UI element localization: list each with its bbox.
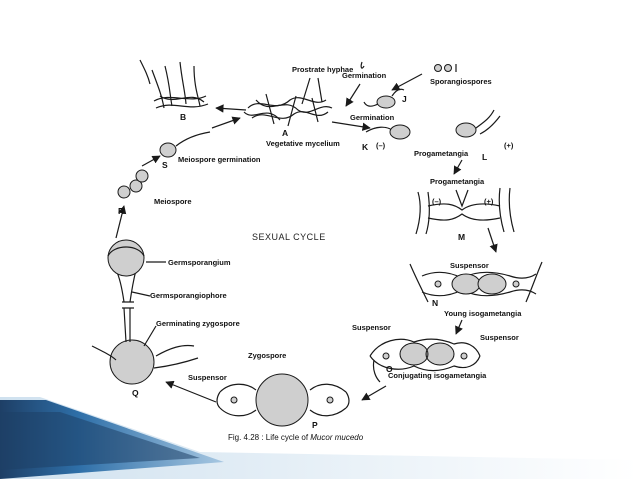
- stage-b-drawing: [139, 59, 209, 109]
- stage-letter-l: L: [482, 152, 487, 162]
- life-cycle-diagram: B A Prostrate hyphae Vegetative mycelium…: [91, 59, 543, 442]
- label-sporangiospores: Sporangiospores: [430, 77, 492, 86]
- label-vegetative-mycelium: Vegetative mycelium: [266, 139, 340, 148]
- label-plus-l: (+): [504, 141, 514, 150]
- label-meiospore: Meiospore: [154, 197, 192, 206]
- arrow-o-to-p: [361, 385, 387, 401]
- stage-j-drawing: [363, 88, 405, 109]
- stage-p-drawing: [216, 373, 350, 427]
- label-meiospore-germination: Meiospore germination: [178, 155, 261, 164]
- label-germsporangium: Germsporangium: [168, 258, 231, 267]
- arrow-germination-to-a: [345, 83, 361, 107]
- label-germinating-zygospore: Germinating zygospore: [156, 319, 240, 328]
- pointer-germinating-zygospore: [143, 325, 157, 347]
- stage-a-drawing: [243, 93, 333, 127]
- label-minus-k: (–): [376, 141, 386, 150]
- stage-letter-r: R: [118, 206, 124, 216]
- label-germination-j: Germination: [350, 113, 395, 122]
- label-progametangia-m: Progametangia: [430, 177, 485, 186]
- germ-spore-top: [360, 61, 365, 69]
- stage-letter-j: J: [402, 94, 407, 104]
- stage-letter-s: S: [162, 160, 168, 170]
- arrow-q-to-r: [115, 205, 127, 239]
- stage-letter-q: Q: [132, 388, 139, 398]
- sporangiospores-drawing: [434, 64, 457, 72]
- label-zygospore: Zygospore: [248, 351, 286, 360]
- arrow-a-to-k: [331, 121, 371, 131]
- stage-letter-a: A: [282, 128, 288, 138]
- arrow-sporangiospores-to-j: [391, 73, 423, 91]
- stage-m-drawing: [415, 187, 515, 235]
- stage-l-drawing: [455, 109, 501, 138]
- label-young-isogametangia: Young isogametangia: [444, 309, 522, 318]
- label-plus-m: (+): [484, 197, 494, 206]
- center-label: SEXUAL CYCLE: [252, 232, 326, 242]
- label-suspensor-p: Suspensor: [188, 373, 227, 382]
- stage-k-drawing: [365, 124, 411, 140]
- label-suspensor-n: Suspensor: [450, 261, 489, 270]
- stage-o-drawing: [369, 338, 481, 383]
- figure-caption: Fig. 4.28 : Life cycle of Mucor mucedo: [228, 433, 364, 442]
- stage-letter-b: B: [180, 112, 186, 122]
- arrow-n-to-o: [455, 319, 463, 335]
- pointer-prostrate-hyphae: [301, 77, 323, 105]
- life-cycle-figure: B A Prostrate hyphae Vegetative mycelium…: [70, 56, 568, 446]
- stage-letter-m: M: [458, 232, 465, 242]
- arrow-p-to-q: [165, 380, 217, 403]
- arrow-r-to-s: [141, 155, 161, 167]
- stage-q-drawing: [91, 239, 199, 385]
- label-suspensor-o-right: Suspensor: [480, 333, 519, 342]
- label-prostrate-hyphae: Prostrate hyphae: [292, 65, 353, 74]
- stage-letter-k: K: [362, 142, 369, 152]
- stage-letter-p: P: [312, 420, 318, 430]
- label-germsporangiophore: Germsporangiophore: [150, 291, 227, 300]
- label-germination-top: Germination: [342, 71, 387, 80]
- arrow-kl-to-m: [453, 159, 463, 175]
- stage-letter-o: O: [386, 364, 393, 374]
- stage-n-drawing: [409, 261, 543, 303]
- stage-letter-n: N: [432, 298, 438, 308]
- label-progametangia-l: Progametangia: [414, 149, 469, 158]
- pointer-germsporangiophore: [131, 291, 151, 297]
- label-conjugating: Conjugating isogametangia: [388, 371, 487, 380]
- label-minus-m: (–): [432, 197, 442, 206]
- stage-s-drawing: [159, 131, 211, 158]
- arrow-a-to-b: [215, 104, 247, 113]
- arrow-m-to-n: [487, 227, 498, 253]
- stage-r-drawing: [117, 169, 149, 199]
- label-suspensor-o-left: Suspensor: [352, 323, 391, 332]
- arrow-s-to-a: [211, 116, 241, 129]
